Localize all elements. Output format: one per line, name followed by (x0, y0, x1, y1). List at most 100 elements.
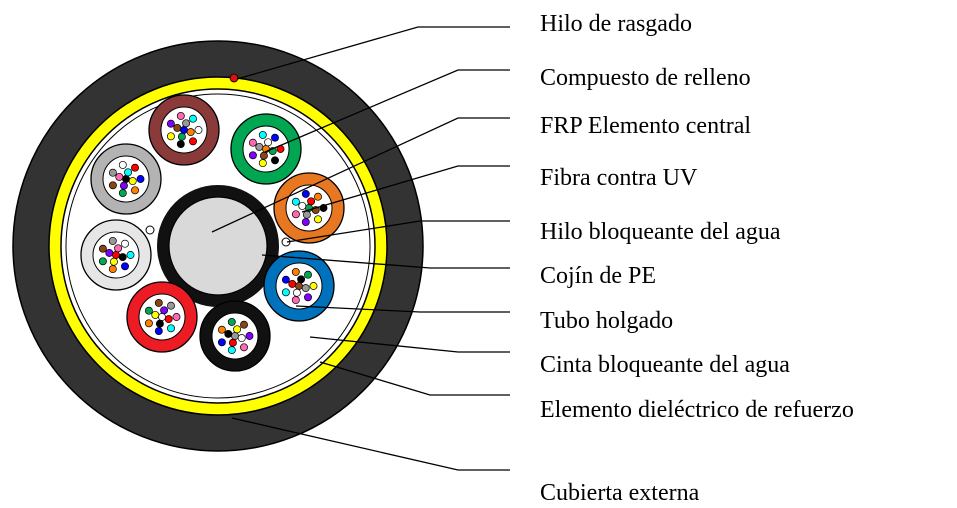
leader-filling-compound (264, 69, 510, 153)
label-dielectric-strength-member: Elemento dieléctrico de refuerzo (540, 397, 854, 423)
optical-fiber (291, 267, 300, 276)
optical-fiber (172, 313, 181, 321)
optical-fiber (291, 296, 300, 305)
optical-fiber (108, 236, 117, 245)
optical-fiber (121, 262, 129, 271)
optical-fiber (295, 282, 303, 290)
optical-fiber (128, 177, 137, 186)
loose-tube-green (230, 113, 302, 185)
leader-lines (211, 26, 510, 471)
optical-fiber (114, 244, 123, 253)
optical-fiber (237, 334, 246, 343)
rip-cord (229, 73, 239, 83)
optical-fiber (292, 288, 301, 297)
optical-fiber (248, 151, 257, 160)
leader-water-blocking-tape (309, 336, 510, 353)
optical-fiber (224, 329, 233, 338)
optical-fiber (264, 138, 273, 147)
optical-fiber (160, 306, 169, 315)
label-outer-sheath: Cubierta externa (540, 480, 700, 506)
optical-fiber (301, 189, 310, 198)
optical-fiber (231, 332, 239, 340)
loose-tubes (80, 94, 345, 372)
optical-fiber (259, 151, 268, 160)
optical-fiber (217, 338, 226, 347)
optical-fiber (177, 132, 186, 141)
leader-central-member (211, 117, 510, 233)
leader-rip-cord (236, 26, 510, 80)
optical-fiber (118, 189, 127, 198)
optical-fiber (291, 197, 300, 206)
label-water-blocking-tape: Cinta bloqueante del agua (540, 352, 790, 378)
loose-tube-white (80, 219, 152, 291)
optical-fiber (98, 244, 107, 253)
optical-fiber (291, 210, 300, 219)
labels: Hilo de rasgado Compuesto de relleno FRP… (540, 11, 854, 506)
loose-tube-brown (148, 94, 220, 166)
water-blocking-yarn (145, 225, 155, 235)
optical-fiber (302, 210, 311, 219)
optical-fiber (314, 215, 322, 224)
loose-tube-grey (90, 143, 162, 215)
optical-fiber (245, 332, 254, 340)
leader-uv-fiber (301, 165, 510, 213)
optical-fiber (158, 313, 166, 321)
optical-fiber (258, 130, 267, 139)
loose-tube-black (199, 300, 271, 372)
optical-fiber (131, 186, 139, 195)
label-rip-cord: Hilo de rasgado (540, 11, 692, 37)
optical-fiber (136, 175, 145, 183)
optical-fiber (217, 325, 226, 334)
loose-tube-red (126, 281, 198, 353)
loose-tube-orange (273, 172, 345, 244)
leader-pe-cushion (261, 254, 510, 269)
optical-fiber (304, 270, 312, 279)
leader-loose-tube (295, 305, 510, 313)
optical-fiber (108, 181, 117, 190)
label-filling-compound: Compuesto de relleno (540, 65, 751, 91)
label-water-blocking-yarn: Hilo bloqueante del agua (540, 219, 781, 245)
optical-fiber (131, 163, 139, 172)
optical-fiber (124, 168, 133, 177)
optical-fiber (228, 338, 237, 347)
optical-fiber (255, 142, 264, 151)
optical-fiber (189, 137, 197, 146)
optical-fiber (304, 293, 312, 302)
label-central-member: FRP Elemento central (540, 113, 751, 139)
optical-fiber (173, 123, 182, 132)
label-uv-fiber: Fibra contra UV (540, 165, 698, 191)
optical-fiber (155, 319, 164, 328)
optical-fiber (166, 119, 175, 128)
optical-fiber (240, 343, 248, 352)
optical-fiber (189, 114, 197, 123)
frp-central-member (168, 196, 268, 296)
leader-water-blocking-yarn (286, 220, 510, 243)
optical-fiber (154, 298, 163, 307)
optical-fiber (248, 138, 257, 147)
optical-fiber (176, 111, 185, 120)
optical-fiber (186, 128, 195, 137)
optical-fiber (180, 126, 188, 134)
optical-fiber (240, 320, 248, 329)
optical-fiber (167, 324, 175, 333)
optical-fiber (233, 325, 242, 334)
leader-outer-sheath (231, 417, 510, 471)
optical-fiber (301, 218, 310, 227)
optical-fiber (301, 284, 310, 293)
label-loose-tube: Tubo holgado (540, 308, 673, 334)
optical-fiber (176, 140, 185, 149)
optical-fiber (109, 257, 118, 266)
optical-fiber (309, 282, 318, 290)
optical-fiber (108, 168, 117, 177)
optical-fiber (182, 119, 191, 128)
optical-fiber (122, 175, 130, 183)
optical-fiber (126, 251, 135, 259)
optical-fiber (164, 315, 173, 324)
label-pe-cushion: Cojín de PE (540, 263, 656, 289)
optical-fiber (105, 248, 114, 257)
optical-fiber (118, 253, 127, 262)
optical-fiber (307, 197, 316, 206)
cable-cross-section (12, 40, 424, 452)
optical-fiber (227, 346, 236, 355)
